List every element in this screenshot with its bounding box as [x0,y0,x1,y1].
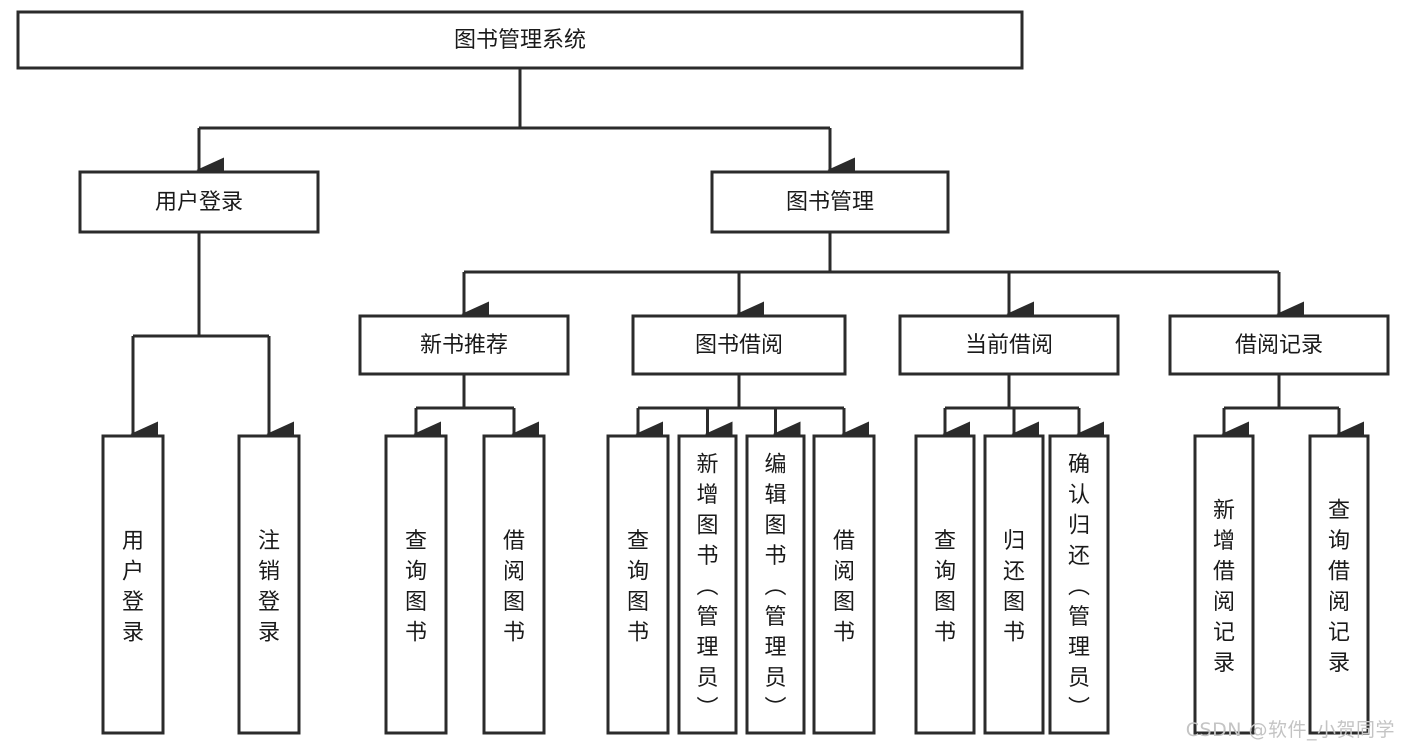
node-box [710,170,950,234]
node-label: 新增借阅记录 [1213,497,1235,675]
node-leaf-add-book[interactable]: 新增图书︵管理员︶ [677,434,738,735]
node-label: 用户登录 [155,189,243,214]
node-box [1168,314,1390,376]
node-label: 借阅图书 [503,528,525,645]
node-box [237,434,301,735]
node-box [631,314,847,376]
node-label: 借阅图书 [833,528,855,645]
node-label: 查询借阅记录 [1328,497,1350,675]
node-book-borrow[interactable]: 图书借阅 [631,314,847,376]
node-leaf-query-record[interactable]: 查询借阅记录 [1308,434,1370,735]
node-label: 借阅记录 [1235,332,1323,357]
node-label: 查询图书 [405,528,427,645]
node-label: 查询图书 [627,528,649,645]
node-leaf-borrow-book-2[interactable]: 借阅图书 [812,434,876,735]
node-label: 用户登录 [122,528,144,645]
node-leaf-add-record[interactable]: 新增借阅记录 [1193,434,1255,735]
node-box [677,434,738,735]
node-label: 注销登录 [258,528,280,645]
node-current-borrow[interactable]: 当前借阅 [898,314,1120,376]
node-box [983,434,1045,735]
node-box [745,434,806,735]
node-leaf-query-book-2[interactable]: 查询图书 [606,434,670,735]
node-label: 新增图书︵管理员︶ [696,452,718,721]
node-label: 确认归还︵管理员︶ [1068,452,1090,721]
node-leaf-user-login[interactable]: 用户登录 [101,434,165,735]
node-leaf-confirm-return[interactable]: 确认归还︵管理员︶ [1048,434,1110,735]
node-leaf-query-book-3[interactable]: 查询图书 [914,434,976,735]
node-layer: 图书管理系统用户登录图书管理新书推荐图书借阅当前借阅借阅记录用户登录注销登录查询… [16,10,1390,735]
node-label: 归还图书 [1003,528,1025,645]
node-book-manage[interactable]: 图书管理 [710,170,950,234]
node-label: 图书借阅 [695,332,783,357]
node-box [384,434,448,735]
node-root[interactable]: 图书管理系统 [16,10,1024,70]
node-leaf-query-book-1[interactable]: 查询图书 [384,434,448,735]
node-box [16,10,1024,70]
node-user-login[interactable]: 用户登录 [78,170,320,234]
node-box [101,434,165,735]
node-borrow-record[interactable]: 借阅记录 [1168,314,1390,376]
node-box [358,314,570,376]
node-leaf-borrow-book-1[interactable]: 借阅图书 [482,434,546,735]
node-box [898,314,1120,376]
node-box [482,434,546,735]
node-box [812,434,876,735]
node-label: 图书管理系统 [454,27,586,52]
node-label: 编辑图书︵管理员︶ [764,452,786,721]
node-box [606,434,670,735]
node-box [914,434,976,735]
node-label: 当前借阅 [965,332,1053,357]
node-box [78,170,320,234]
node-leaf-logout[interactable]: 注销登录 [237,434,301,735]
connector-layer [130,68,1364,447]
node-label: 查询图书 [934,528,956,645]
node-new-book-rec[interactable]: 新书推荐 [358,314,570,376]
node-box [1048,434,1110,735]
node-box [1308,434,1370,735]
node-leaf-edit-book[interactable]: 编辑图书︵管理员︶ [745,434,806,735]
node-box [1193,434,1255,735]
node-label: 图书管理 [786,189,874,214]
node-label: 新书推荐 [420,332,508,357]
node-leaf-return-book[interactable]: 归还图书 [983,434,1045,735]
